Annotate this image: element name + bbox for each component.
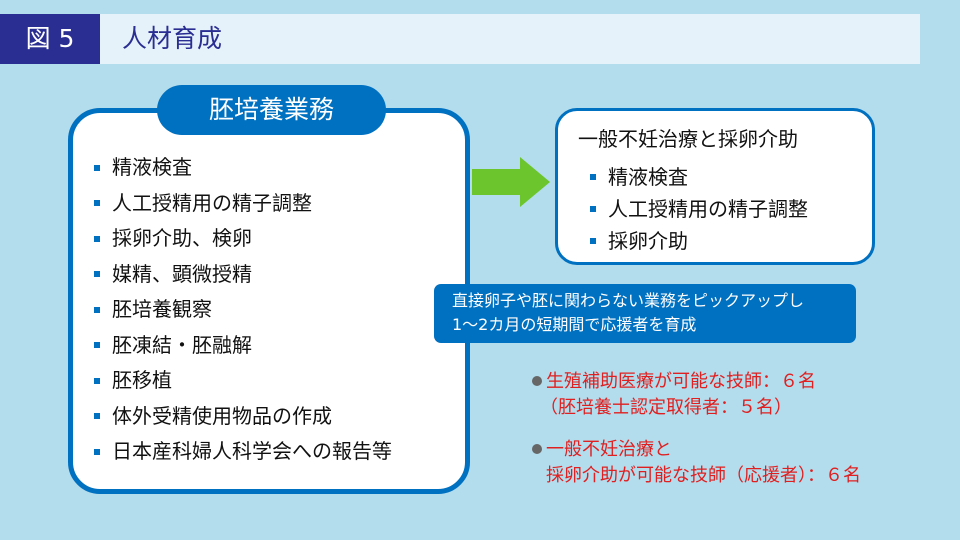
list-item: 胚移植 [90,363,392,399]
item-label: 媒精、顕微授精 [112,261,252,286]
bullet-icon [590,206,596,212]
bullet-dot-icon [532,444,542,454]
bullet-icon [94,306,100,313]
note-line: 1〜2カ月の短期間で応援者を育成 [452,315,697,334]
embryo-culture-title: 胚培養業務 [157,85,386,135]
staff-line: （胚培養士認定取得者：５名） [540,397,792,418]
bullet-icon [94,200,100,207]
item-label: 胚凍結・胚融解 [112,332,252,357]
bullet-icon [94,235,100,242]
header-band: 図 5 人材育成 [0,14,920,64]
list-item: 胚培養観察 [90,292,392,328]
item-label: 精液検査 [608,165,688,189]
item-label: 胚移植 [112,368,172,392]
bullet-icon [590,174,596,180]
staff-line: 採卵介助が可能な技師（応援者）：６名 [546,465,861,486]
page-title: 人材育成 [122,24,223,53]
list-item: 体外受精使用物品の作成 [90,399,392,435]
item-label: 胚培養観察 [112,297,212,321]
list-item: 採卵介助 [586,225,808,257]
bullet-icon [94,271,100,278]
bullet-icon [94,164,100,171]
list-item: 日本産科婦人科学会への報告等 [90,434,392,470]
bullet-icon [94,377,100,384]
item-label: 精液検査 [112,155,192,179]
bullet-icon [94,342,100,349]
support-box: 一般不妊治療と採卵介助 精液検査 人工授精用の精子調整 採卵介助 [555,108,875,265]
list-item: 採卵介助、検卵 [90,221,392,257]
list-item: 胚凍結・胚融解 [90,328,392,364]
list-item: 精液検査 [90,150,392,186]
staff-entry: 一般不妊治療と 採卵介助が可能な技師（応援者）：６名 [532,437,861,489]
training-note: 直接卵子や胚に関わらない業務をピックアップし 1〜2カ月の短期間で応援者を育成 [434,284,856,343]
arrow-right-icon [472,157,550,207]
bullet-icon [590,238,596,244]
staff-line: 一般不妊治療と [546,439,672,460]
list-item: 媒精、顕微授精 [90,257,392,293]
item-label: 採卵介助、検卵 [112,226,252,250]
staff-line: 生殖補助医療が可能な技師：６名 [546,371,816,392]
staff-entry: 生殖補助医療が可能な技師：６名 （胚培養士認定取得者：５名） [532,369,816,421]
support-list: 精液検査 人工授精用の精子調整 採卵介助 [586,161,808,257]
bullet-dot-icon [532,376,542,386]
note-line: 直接卵子や胚に関わらない業務をピックアップし [452,291,805,310]
item-label: 採卵介助 [608,229,688,253]
bullet-icon [94,448,100,455]
list-item: 人工授精用の精子調整 [90,186,392,222]
item-label: 日本産科婦人科学会への報告等 [112,439,392,463]
item-label: 人工授精用の精子調整 [608,197,808,221]
embryo-culture-list: 精液検査 人工授精用の精子調整 採卵介助、検卵 媒精、顕微授精 胚培養観察 胚凍… [90,150,392,470]
list-item: 人工授精用の精子調整 [586,193,808,225]
list-item: 精液検査 [586,161,808,193]
support-box-title: 一般不妊治療と採卵介助 [578,127,798,151]
item-label: 体外受精使用物品の作成 [112,403,332,428]
figure-label: 図 5 [0,14,100,64]
bullet-icon [94,413,100,420]
item-label: 人工授精用の精子調整 [112,190,312,215]
